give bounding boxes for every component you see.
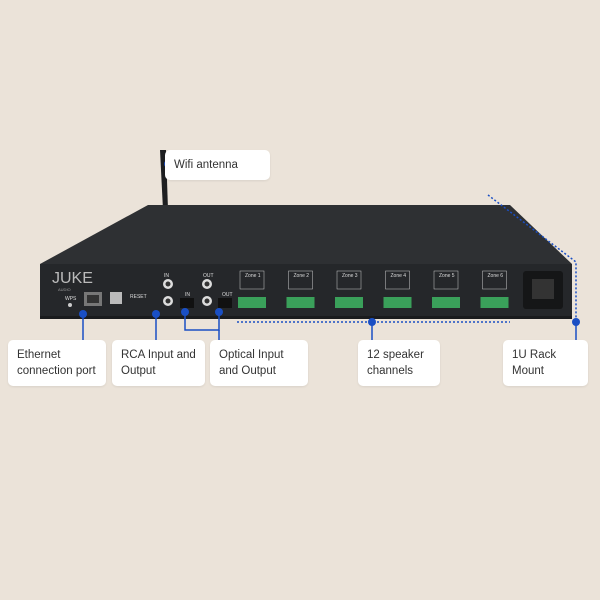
wps-button: [68, 303, 72, 307]
svg-text:IN: IN: [164, 273, 169, 279]
rca-out-right: [204, 298, 210, 304]
zone-label-box: [288, 270, 313, 290]
device-top: [40, 205, 572, 264]
zone-label: Zone 3: [342, 273, 358, 279]
speaker-terminal[interactable]: [286, 297, 315, 308]
brand-logo: JUKE: [52, 270, 93, 287]
rca-in-right: [165, 298, 171, 304]
usb-port: [110, 292, 122, 304]
svg-text:WPS: WPS: [65, 296, 77, 302]
svg-text:OUT: OUT: [203, 273, 214, 279]
callout-rca: RCA Input and Output: [112, 340, 205, 386]
zone-label: Zone 4: [391, 273, 407, 279]
svg-text:OUT: OUT: [222, 292, 233, 298]
speaker-terminal[interactable]: [480, 297, 509, 308]
optical-out: [218, 298, 232, 308]
callout-wifi-antenna: Wifi antenna: [165, 150, 270, 180]
zone-label: Zone 5: [439, 273, 455, 279]
optical-in: [180, 298, 194, 308]
zone-label: Zone 6: [488, 273, 504, 279]
device-front: [40, 264, 572, 318]
callout-speaker-channels: 12 speaker channels: [358, 340, 440, 386]
svg-text:IN: IN: [185, 292, 190, 298]
callout-optical: Optical Input and Output: [210, 340, 308, 386]
zone-label-box: [239, 270, 265, 290]
rca-out-left: [204, 281, 210, 287]
rca-in-left: [165, 281, 171, 287]
zone-label: Zone 1: [245, 273, 261, 279]
zone-label-box: [336, 270, 362, 290]
zone-label-box: [482, 270, 507, 290]
zone-label: Zone 2: [294, 273, 310, 279]
speaker-terminal[interactable]: [335, 297, 363, 308]
speaker-terminal[interactable]: [238, 297, 266, 308]
zone-label-box: [433, 270, 459, 290]
svg-text:RESET: RESET: [130, 294, 147, 300]
speaker-terminal[interactable]: [432, 297, 460, 308]
speaker-terminal[interactable]: [383, 297, 412, 308]
svg-text:AUDIO: AUDIO: [58, 287, 71, 292]
zone-label-box: [385, 270, 410, 290]
callout-ethernet: Ethernet connection port: [8, 340, 106, 386]
callout-rack-mount: 1U Rack Mount: [503, 340, 588, 386]
